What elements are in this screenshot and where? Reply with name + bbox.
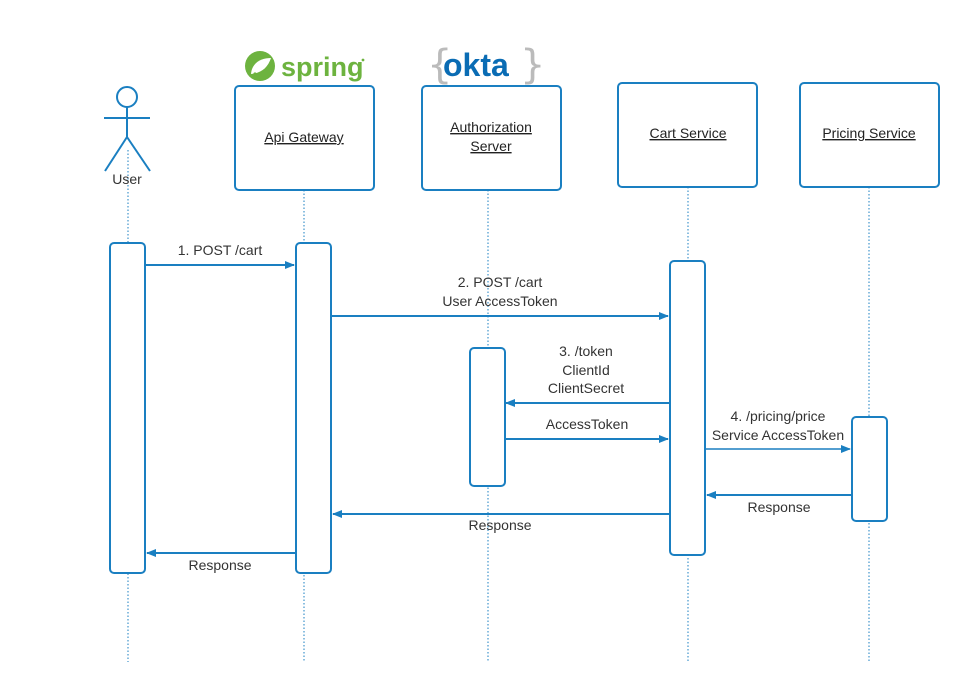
participant-label-line1: Authorization [450, 119, 532, 135]
spring-wordmark: spring [281, 52, 364, 82]
message-label-line2: ClientId [562, 362, 609, 378]
message-cart-response[interactable]: Response [332, 510, 669, 533]
message-gateway-response[interactable]: Response [146, 549, 295, 573]
message-label: Response [188, 557, 251, 573]
message-label-line1: 2. POST /cart [458, 274, 543, 290]
spring-leaf-icon [245, 51, 275, 81]
stick-figure-icon [104, 86, 151, 172]
participant-auth[interactable]: Authorization Server [421, 85, 562, 191]
participant-gateway[interactable]: Api Gateway [234, 85, 375, 191]
participant-label-line2: Server [470, 138, 512, 154]
activations [109, 242, 888, 574]
message-pricing-response[interactable]: Response [706, 491, 851, 515]
message-label: 1. POST /cart [178, 242, 263, 258]
message-label: Response [747, 499, 810, 515]
activation-pricing[interactable] [851, 416, 888, 522]
actor-user[interactable]: User [104, 86, 151, 187]
okta-brace-open: { [427, 42, 452, 88]
participant-label: Cart Service [649, 125, 726, 141]
actor-label: User [112, 171, 142, 187]
message-label: Response [468, 517, 531, 533]
activation-gateway[interactable] [295, 242, 332, 574]
activation-cart[interactable] [669, 260, 706, 556]
participant-pricing[interactable]: Pricing Service [799, 82, 940, 188]
message-3[interactable]: 3. /token ClientId ClientSecret [505, 343, 669, 407]
activation-auth[interactable] [469, 347, 506, 487]
message-access-token[interactable]: AccessToken [506, 416, 669, 443]
participant-cart[interactable]: Cart Service [617, 82, 758, 188]
message-2[interactable]: 2. POST /cart User AccessToken [332, 274, 669, 320]
message-label-line2: User AccessToken [442, 293, 557, 309]
okta-logo: { okta } [427, 42, 545, 88]
participant-label: Api Gateway [264, 129, 343, 145]
message-label-line1: 3. /token [559, 343, 613, 359]
spring-logo: spring [245, 51, 365, 82]
okta-brace-close: } [520, 42, 545, 88]
activation-user[interactable] [109, 242, 146, 574]
message-label-line3: ClientSecret [548, 380, 624, 396]
message-label-line1: 4. /pricing/price [731, 408, 826, 424]
message-1[interactable]: 1. POST /cart [146, 242, 295, 269]
message-4[interactable]: 4. /pricing/price Service AccessToken [706, 408, 851, 453]
message-label: AccessToken [546, 416, 628, 432]
participant-label: Pricing Service [822, 125, 916, 141]
message-label-line2: Service AccessToken [712, 427, 844, 443]
okta-wordmark: okta [443, 47, 509, 83]
